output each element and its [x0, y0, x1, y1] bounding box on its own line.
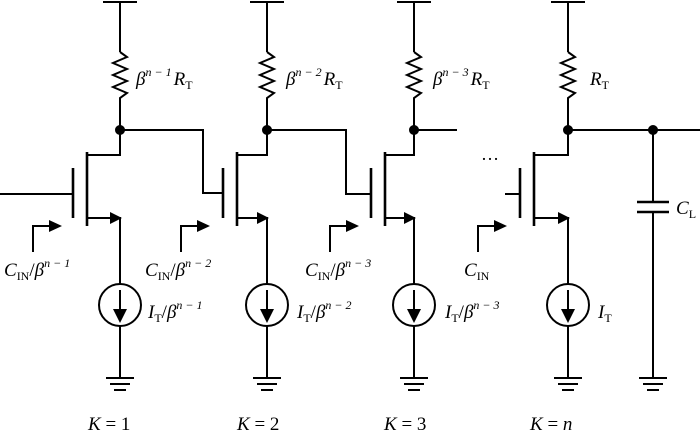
cap-label-3: CIN/βn − 3	[305, 256, 371, 283]
source-arrow-1	[110, 212, 122, 224]
cap-arrow-n	[477, 225, 496, 252]
ground-n	[554, 326, 582, 391]
resistor-3	[404, 51, 424, 130]
load-cap-label: CL	[676, 198, 696, 221]
cap-arrow-head-n	[494, 220, 507, 232]
cap-arrow-head-2	[197, 220, 210, 232]
source-lead-1	[87, 217, 121, 284]
current-arrow-head-1	[113, 309, 127, 323]
current-label-n: IT	[597, 302, 612, 325]
current-arrow-head-2	[260, 309, 274, 323]
vdd-rail-2	[250, 1, 284, 52]
resistor-1	[110, 51, 130, 130]
source-lead-3	[385, 217, 415, 284]
ground-1	[106, 326, 134, 391]
resistor-n	[558, 51, 578, 130]
vdd-rail-n	[551, 1, 585, 52]
resistor-label-n: RT	[589, 69, 610, 92]
cap-arrow-head-1	[49, 220, 62, 232]
drain-lead-3	[385, 130, 415, 156]
source-arrow-3	[404, 212, 416, 224]
ellipsis: …	[481, 144, 499, 164]
cap-arrow-3	[329, 225, 348, 252]
k-label-3: K = 3	[383, 414, 426, 435]
drain-lead-n	[534, 130, 569, 156]
drain-to-next-gate-2	[267, 129, 370, 195]
k-label-2: K = 2	[236, 414, 279, 435]
drain-lead-2	[237, 130, 268, 156]
load-capacitor: CL	[637, 125, 696, 391]
cap-label-n: CIN	[464, 260, 490, 283]
current-arrow-head-n	[561, 309, 575, 323]
load-cap-ground	[639, 212, 667, 391]
vdd-rail-3	[397, 1, 431, 52]
cap-arrow-head-3	[346, 220, 359, 232]
vdd-rail-1	[103, 1, 137, 52]
k-label-n: K = n	[529, 414, 572, 435]
source-lead-n	[534, 217, 569, 284]
ground-3	[400, 326, 428, 391]
cap-label-1: CIN/βn − 1	[4, 256, 70, 283]
cap-arrow-2	[180, 225, 199, 252]
stage-n: RT CIN IT K = n	[464, 1, 700, 435]
load-cap-plates	[637, 200, 669, 214]
ground-2	[253, 326, 281, 391]
k-label-1: K = 1	[87, 414, 130, 435]
cap-label-2: CIN/βn − 2	[145, 256, 211, 283]
drain-to-next-gate-1	[120, 129, 222, 194]
source-lead-2	[237, 217, 268, 284]
current-label-3: IT/βn − 3	[444, 298, 500, 325]
drain-lead-1	[87, 130, 121, 156]
cap-arrow-1	[32, 225, 51, 252]
source-arrow-n	[558, 212, 570, 224]
current-arrow-head-3	[407, 309, 421, 323]
current-label-1: IT/βn − 1	[147, 298, 203, 325]
resistor-2	[257, 51, 277, 130]
current-label-2: IT/βn − 2	[296, 298, 352, 325]
source-arrow-2	[257, 212, 269, 224]
